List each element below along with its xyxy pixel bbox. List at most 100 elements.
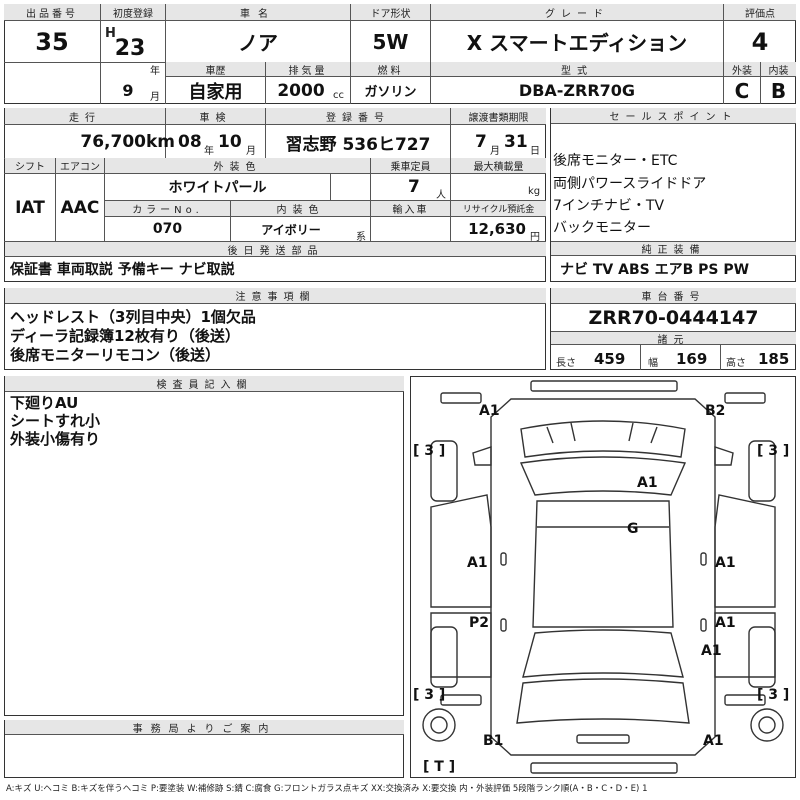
shift-label: シフト	[5, 158, 55, 173]
damage-mark: B1	[483, 733, 503, 749]
int-color-unit: 系	[356, 232, 366, 243]
fuel-value: ガソリン	[364, 85, 417, 100]
damage-mark: G	[627, 521, 639, 537]
load-unit: kg	[528, 186, 541, 197]
inspection-month: 10	[218, 132, 242, 152]
office-label: 事務局よりご案内	[5, 720, 404, 735]
ext-color-label: 外装色	[105, 158, 370, 173]
car-name: ノア	[238, 31, 278, 55]
fuel-label: 燃料	[351, 62, 430, 77]
model-value: DBA-ZRR70G	[518, 81, 636, 100]
inspection-month-unit: 月	[246, 146, 256, 157]
sales-line: バックモニター	[553, 220, 651, 236]
recycle-unit: 円	[530, 232, 540, 243]
displacement-value: 2000	[277, 80, 325, 101]
inspection-label: 車検	[166, 108, 265, 124]
era: H	[105, 26, 116, 41]
height-value: 185	[758, 350, 790, 368]
car-outline: A1 B2 A1 G A1 A1 P2 A1 A1 B1 A1 [ 3 ] [ …	[413, 380, 789, 775]
int-color-label: 内装色	[231, 201, 370, 216]
load-label: 最大積載量	[451, 158, 546, 173]
transfer-label: 譲渡書類期限	[451, 108, 546, 124]
sales-line: 後席モニター・ETC	[553, 153, 678, 169]
color-no-value: 070	[152, 221, 183, 237]
recycle-label: リサイクル預託金	[451, 201, 546, 216]
grade-label: グレード	[431, 4, 723, 20]
transfer-month: 7	[475, 132, 487, 152]
notes-line: 後席モニターリモコン（後送）	[10, 346, 221, 364]
width-value: 169	[676, 350, 708, 368]
displacement-unit: cc	[333, 90, 344, 101]
mileage-value: 76,700	[80, 132, 146, 152]
transfer-month-unit: 月	[490, 146, 500, 157]
lot-label: 出品番号	[4, 4, 100, 20]
notes-line: ディーラ記録簿12枚有り（後送）	[10, 327, 240, 345]
notes-label: 注意事項欄	[5, 288, 546, 304]
mileage-label: 走行	[5, 108, 165, 124]
first-reg-year: 23	[114, 35, 146, 61]
capacity-value: 7	[408, 177, 420, 197]
score-value: 4	[751, 27, 769, 56]
sales-label: セールスポイント	[551, 108, 796, 124]
reg-value: 習志野 536ヒ727	[285, 134, 431, 155]
interior-label: 内装	[761, 62, 796, 77]
door-value: 5W	[372, 29, 409, 54]
damage-mark: A1	[637, 475, 658, 491]
transfer-day-unit: 日	[530, 146, 540, 157]
color-no-label: カラーNo.	[105, 201, 230, 216]
model-label: 型式	[431, 62, 723, 77]
inspection-year-unit: 年	[204, 146, 214, 157]
damage-mark: A1	[701, 643, 722, 659]
recycle-value: 12,630	[468, 220, 526, 238]
damage-mark: A1	[479, 403, 500, 419]
tire-mark: [ T ]	[423, 759, 455, 775]
first-reg-month: 9	[122, 80, 134, 100]
damage-diagram: A1 B2 A1 G A1 A1 P2 A1 A1 B1 A1 [ 3 ] [ …	[410, 376, 796, 778]
import-label: 輸入車	[371, 201, 450, 216]
sales-line: 両側パワースライドドア	[553, 176, 707, 192]
capacity-unit: 人	[436, 190, 446, 201]
tire-mark: [ 3 ]	[757, 443, 789, 459]
ac-value: AAC	[60, 197, 100, 218]
sales-line: 7インチナビ・TV	[553, 198, 665, 214]
history-label: 車歴	[166, 62, 265, 77]
month-unit: 月	[150, 92, 160, 103]
damage-mark: A1	[703, 733, 724, 749]
length-value: 459	[594, 350, 626, 368]
equipment-label: 純正装備	[551, 241, 796, 256]
notes-line: ヘッドレスト（3列目中央）1個欠品	[10, 308, 256, 326]
score-label: 評価点	[724, 4, 796, 20]
legend: A:キズ U:ヘコミ B:キズを伴うヘコミ P:要塗装 W:補修跡 S:錆 C:…	[6, 784, 648, 794]
inspection-year: 08	[178, 132, 202, 152]
dims-label: 諸元	[551, 331, 796, 346]
tire-mark: [ 3 ]	[413, 443, 445, 459]
tire-mark: [ 3 ]	[413, 687, 445, 703]
inspector-line: 外装小傷有り	[10, 430, 101, 448]
inspector-line: 下廻りAU	[10, 394, 79, 412]
equipment-value: ナビ TV ABS エアB PS PW	[560, 262, 750, 278]
exterior-value: C	[734, 78, 750, 103]
width-label: 幅	[648, 358, 658, 369]
damage-mark: A1	[467, 555, 488, 571]
history-value: 自家用	[188, 81, 243, 103]
year-unit: 年	[150, 66, 160, 77]
first-reg-label: 初度登録	[101, 4, 165, 20]
reg-label: 登録番号	[266, 108, 450, 124]
capacity-label: 乗車定員	[371, 158, 450, 173]
tire-mark: [ 3 ]	[757, 687, 789, 703]
shift-value: IAT	[15, 197, 45, 218]
int-color-value: アイボリー	[261, 222, 321, 237]
damage-mark: A1	[715, 615, 736, 631]
displacement-label: 排気量	[266, 62, 350, 77]
exterior-label: 外装	[724, 62, 760, 77]
height-label: 高さ	[726, 358, 746, 369]
ac-label: エアコン	[56, 158, 104, 173]
door-label: ドア形状	[351, 4, 430, 20]
damage-mark: P2	[469, 615, 489, 631]
lot-value: 35	[35, 28, 69, 56]
inspector-label: 検査員記入欄	[5, 376, 404, 392]
interior-value: B	[770, 78, 787, 103]
length-label: 長さ	[556, 358, 576, 369]
car-name-label: 車名	[166, 4, 350, 20]
damage-mark: A1	[715, 555, 736, 571]
